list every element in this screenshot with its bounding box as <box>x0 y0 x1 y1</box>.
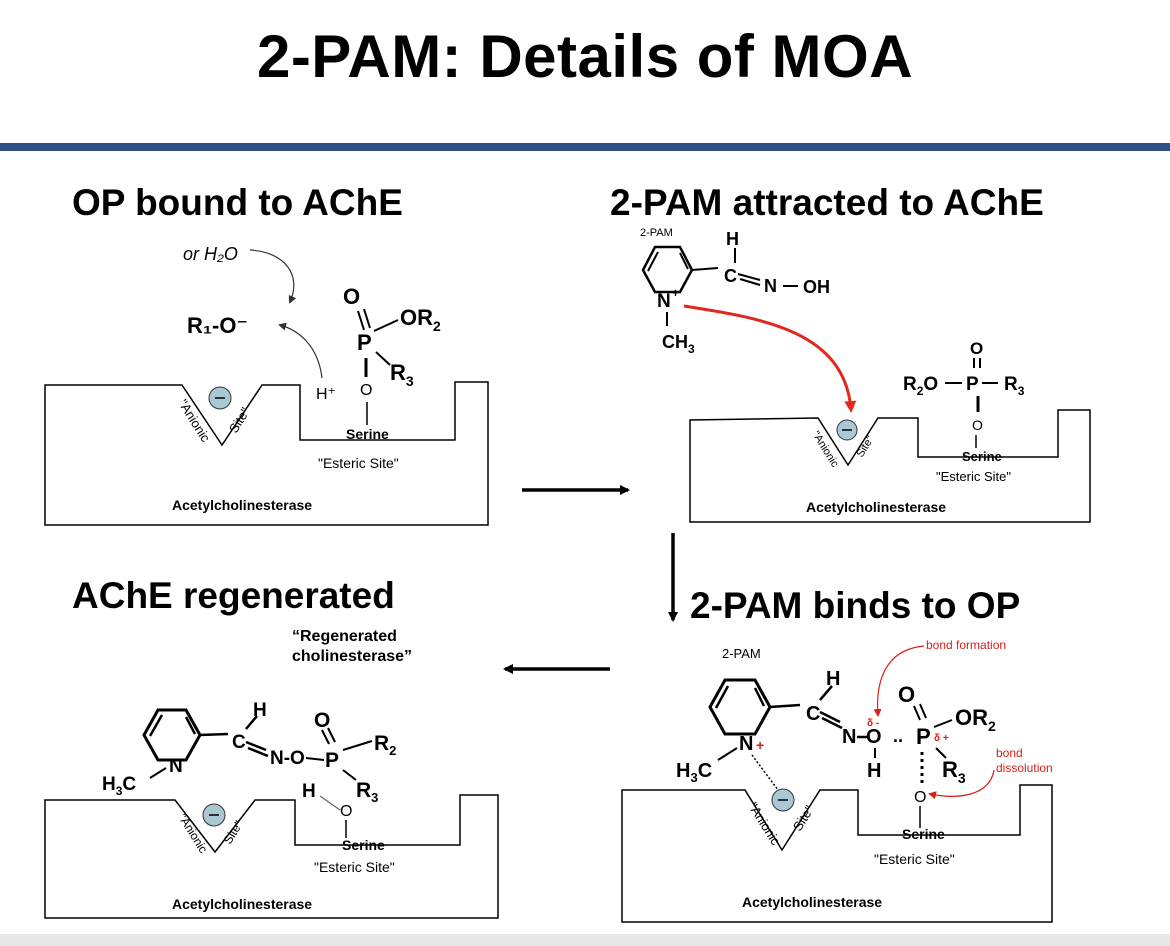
svg-text:O: O <box>970 339 983 358</box>
svg-text:O: O <box>972 417 983 433</box>
svg-text:O: O <box>866 726 882 748</box>
water-arrow <box>249 249 297 304</box>
esteric-site-label: "Esteric Site" <box>874 851 955 867</box>
water-label: or H₂O <box>183 244 238 264</box>
enzyme-label: Acetylcholinesterase <box>172 896 312 912</box>
slide-title: 2-PAM: Details of MOA <box>256 23 914 90</box>
svg-text:OR2: OR2 <box>400 305 441 334</box>
esteric-site-label: "Esteric Site" <box>314 859 395 875</box>
site-label: Site" <box>854 434 876 460</box>
attraction-arrow <box>683 304 857 413</box>
serine-label: Serine <box>346 426 389 442</box>
svg-text:R3: R3 <box>1004 374 1025 398</box>
serine-label: Serine <box>962 449 1002 464</box>
enzyme-outline <box>44 381 489 526</box>
svg-text:O: O <box>898 682 915 707</box>
enzyme-label: Acetylcholinesterase <box>806 499 946 515</box>
drug-label: 2-PAM <box>640 227 673 239</box>
svg-text:N: N <box>842 726 856 748</box>
svg-text:N-O: N-O <box>270 748 305 769</box>
serine-label: Serine <box>342 837 385 853</box>
svg-text:..: .. <box>893 726 903 746</box>
heading-attracted: 2-PAM attracted to AChE <box>610 182 1044 223</box>
pralidoxime-op-complex: N + H3C C H N O δ - H .. P δ + O OR2 <box>676 668 996 828</box>
panel-regenerated: "Anionic Site" Serine "Esteric Site" Ace… <box>44 628 499 919</box>
bond-formation-arrow <box>873 645 925 717</box>
svg-text:H: H <box>867 760 881 782</box>
svg-text:H: H <box>826 668 840 690</box>
site-label: Site" <box>221 818 246 847</box>
drug-label: 2-PAM <box>722 646 761 661</box>
svg-text:O: O <box>314 709 330 732</box>
svg-text:P: P <box>966 374 979 395</box>
panel-binds: "Anionic Site" Serine "Esteric Site" Ace… <box>621 638 1053 923</box>
enzyme-outline <box>689 409 1091 523</box>
title-divider <box>0 143 1170 151</box>
bond-dissolution-label-2: dissolution <box>996 761 1053 775</box>
svg-text:C: C <box>232 732 246 753</box>
bond-dissolution-label-1: bond <box>996 746 1023 760</box>
panel-attracted: "Anionic Site" Serine "Esteric Site" Ace… <box>640 227 1091 523</box>
heading-binds: 2-PAM binds to OP <box>690 585 1021 626</box>
svg-text:+: + <box>756 737 764 753</box>
svg-text:C: C <box>806 703 820 725</box>
svg-text:CH3: CH3 <box>662 332 695 356</box>
phosphorus: P <box>357 330 372 355</box>
esteric-site-label: "Esteric Site" <box>936 469 1011 484</box>
svg-text:O: O <box>343 284 360 309</box>
enzyme-outline <box>44 794 499 919</box>
delta-plus: δ + <box>934 733 949 744</box>
svg-text:R3: R3 <box>390 360 414 389</box>
svg-text:H3C: H3C <box>676 760 712 785</box>
svg-text:N: N <box>764 276 777 296</box>
heading-op-bound: OP bound to AChE <box>72 182 403 223</box>
svg-text:+: + <box>672 286 679 300</box>
heading-regenerated: AChE regenerated <box>72 575 395 616</box>
site-label: Site" <box>790 802 817 833</box>
enzyme-label: Acetylcholinesterase <box>172 497 312 513</box>
bond-dissolution-arrow <box>928 769 995 800</box>
svg-text:R2: R2 <box>374 732 396 758</box>
svg-text:H: H <box>726 229 739 249</box>
proton-label: H⁺ <box>316 386 336 403</box>
svg-text:N: N <box>739 733 753 755</box>
delta-minus: δ - <box>867 718 879 729</box>
svg-text:P: P <box>916 724 931 749</box>
serine-oxygen: O <box>340 803 352 820</box>
serine-oxygen: O <box>360 382 372 399</box>
site-label: Site" <box>226 404 253 435</box>
svg-text:R3: R3 <box>356 779 378 805</box>
panel-op-bound: "Anionic Site" Serine "Esteric Site" Ace… <box>44 244 489 526</box>
svg-text:P: P <box>325 749 339 772</box>
pralidoxime-structure: N + CH3 C H N OH <box>641 229 830 356</box>
svg-text:C: C <box>724 266 737 286</box>
svg-text:OR2: OR2 <box>955 705 996 734</box>
svg-text:H3C: H3C <box>102 774 136 798</box>
regenerated-caption-1: “Regenerated <box>292 628 397 645</box>
enzyme-label: Acetylcholinesterase <box>742 894 882 910</box>
leaving-group-label: R₁-O⁻ <box>187 313 248 338</box>
proton-arrow <box>278 322 323 379</box>
svg-text:H: H <box>253 700 267 721</box>
bond-formation-label: bond formation <box>926 638 1006 652</box>
regenerated-caption-2: cholinesterase” <box>292 648 412 665</box>
svg-text:OH: OH <box>803 277 830 297</box>
svg-text:R2O: R2O <box>903 374 938 398</box>
svg-text:N: N <box>657 291 671 312</box>
svg-text:R3: R3 <box>942 757 966 786</box>
serine-hydrogen: H <box>302 781 316 802</box>
slide-footer-bar <box>0 934 1170 946</box>
serine-label: Serine <box>902 826 945 842</box>
esteric-site-label: "Esteric Site" <box>318 455 399 471</box>
enzyme-outline <box>621 784 1053 923</box>
svg-text:N: N <box>169 756 183 777</box>
svg-text:O: O <box>914 789 926 806</box>
anionic-label: "Anionic <box>809 429 841 470</box>
phosphorylated-oxime-structure: N H3C C H N-O P O R2 R3 <box>102 700 396 805</box>
